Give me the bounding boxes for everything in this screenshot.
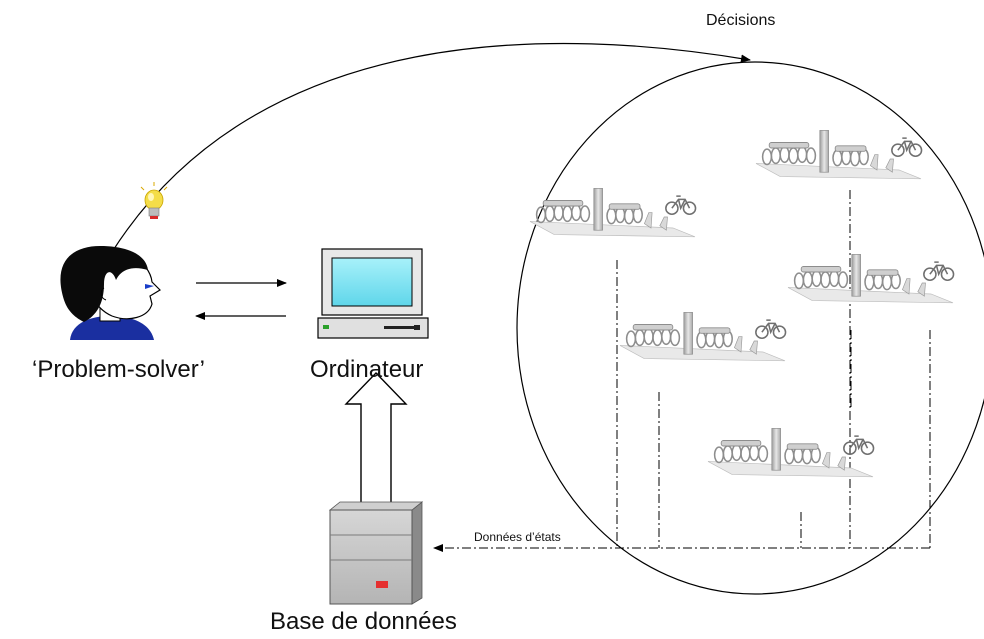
bike-station-icon [619,311,787,362]
lightbulb-icon [140,182,168,219]
computer-label: Ordinateur [310,356,424,383]
state-data-label: Données d’états [474,530,561,544]
computer-icon [317,248,429,339]
decisions-label: Décisions [706,12,776,29]
bike-station-icon [787,253,955,304]
hollow-upload-arrow [344,371,408,504]
bike-station-icon [529,187,697,238]
database-label: Base de données [270,608,457,635]
bike-station-icon [755,129,923,180]
database-server-icon [328,501,424,605]
decisions-arc [111,42,751,253]
person-icon [60,246,161,340]
problem-solver-label: ‘Problem-solver’ [32,356,205,383]
environment-circle [516,61,984,595]
station-data-links [616,190,931,548]
bike-station-icon [707,427,875,478]
